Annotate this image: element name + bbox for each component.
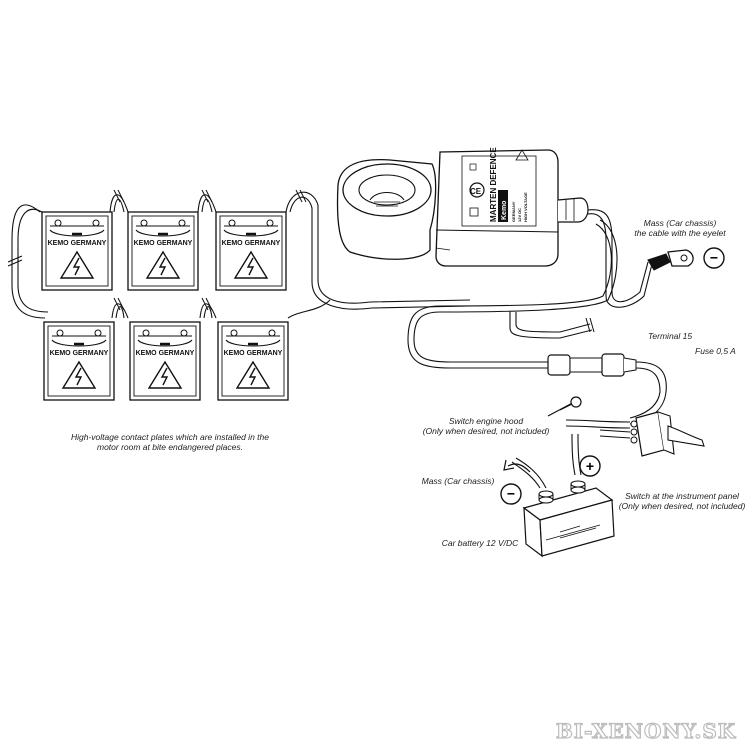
label-battery: Car battery 12 V/DC	[442, 538, 519, 548]
plate-label: KEMO GERMANY	[136, 350, 195, 357]
watermark: BI-XENONY.SK	[556, 719, 736, 743]
label-fuse: Fuse 0,5 A	[695, 346, 736, 356]
plate-label: KEMO GERMANY	[134, 240, 193, 247]
contact-plate: KEMO GERMANY	[217, 321, 289, 401]
ce-text: CE	[470, 187, 482, 196]
plate-label: KEMO GERMANY	[224, 350, 283, 357]
plate-label: KEMO GERMANY	[48, 240, 107, 247]
plate-label: KEMO GERMANY	[50, 350, 109, 357]
contact-plate: KEMO GERMANY	[41, 211, 113, 291]
label-switch-hood-1: Switch engine hood	[449, 416, 523, 426]
device-brand: Kemo	[501, 201, 508, 220]
terminal-break-marks	[585, 317, 595, 333]
minus-symbol-eyelet: −	[703, 247, 725, 269]
eyelet-terminal	[647, 249, 694, 271]
marten-defence-device: CE MARTEN DEFENCE Kemo GERMANY 12V DC HI…	[336, 147, 589, 267]
battery-switch-wiring	[511, 361, 667, 489]
hood-switch	[547, 396, 582, 417]
contact-plate: KEMO GERMANY	[43, 321, 115, 401]
high-voltage-warning-icon	[233, 250, 269, 279]
label-switch-panel-1: Switch at the instrument panel	[625, 491, 740, 501]
device-small-2: 12V DC	[517, 208, 522, 222]
warning-triangle-icon	[515, 149, 529, 161]
high-voltage-warning-icon	[145, 250, 181, 279]
high-voltage-warning-icon	[59, 250, 95, 279]
label-mass-eyelet-1: Mass (Car chassis)	[644, 218, 717, 228]
ce-mark	[469, 182, 485, 198]
contact-plate: KEMO GERMANY	[215, 211, 287, 291]
label-mass-chassis: Mass (Car chassis)	[422, 476, 495, 486]
panel-toggle-switch	[630, 411, 705, 457]
plus-sign-battery: +	[586, 458, 594, 474]
plates-caption-line-1: High-voltage contact plates which are in…	[71, 432, 269, 442]
label-switch-panel-2: (Only when desired, not included)	[619, 501, 746, 511]
contact-plate: KEMO GERMANY	[129, 321, 201, 401]
device-name: MARTEN DEFENCE	[489, 147, 498, 222]
minus-sign-eyelet: −	[710, 250, 718, 266]
high-voltage-warning-icon	[147, 360, 183, 389]
contact-plate: KEMO GERMANY	[127, 211, 199, 291]
wire-break-marks	[7, 189, 307, 311]
minus-symbol-battery: −	[500, 483, 522, 505]
contact-plates: KEMO GERMANY KEMO GERMANY KEMO GERMANY KEMO…	[41, 211, 289, 401]
mass-arrow-icon	[503, 459, 531, 473]
label-mass-eyelet-2: the cable with the eyelet	[634, 228, 726, 238]
label-terminal-15: Terminal 15	[648, 331, 692, 341]
label-switch-hood-2: (Only when desired, not included)	[423, 426, 550, 436]
plates-caption-line-2: motor room at bite endangered places.	[97, 442, 243, 452]
high-voltage-warning-icon	[235, 360, 271, 389]
plus-symbol-battery: +	[579, 455, 601, 477]
plate-label: KEMO GERMANY	[222, 240, 281, 247]
minus-sign-battery: −	[507, 486, 515, 502]
car-battery	[522, 480, 615, 558]
device-cables	[407, 209, 653, 369]
fuse-holder	[547, 353, 637, 377]
plate-wiring	[11, 191, 471, 319]
kemo-logo-block	[498, 190, 508, 222]
device-small-3: HIGH VOLTAGE	[523, 192, 528, 222]
device-small-1: GERMANY	[511, 201, 516, 222]
high-voltage-warning-icon	[61, 360, 97, 389]
